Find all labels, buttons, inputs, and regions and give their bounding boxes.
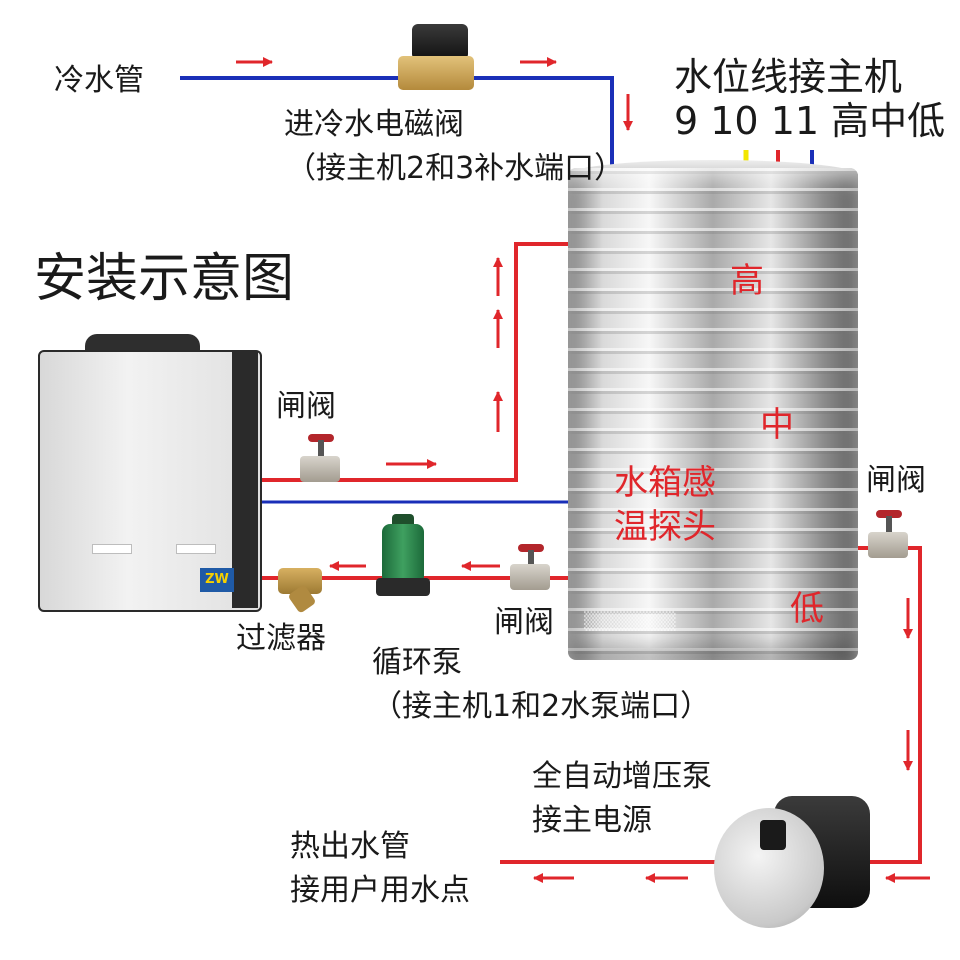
watermark: ▒▒▒▒▒▒▒ [584, 612, 676, 632]
circulation-pump-note: （接主机1和2水泵端口） [372, 690, 710, 725]
level-low-marker: 低 [790, 590, 824, 629]
heat-pump-vent [176, 544, 216, 554]
gate-valve-upper-label: 闸阀 [276, 390, 336, 425]
heat-pump-vent [92, 544, 132, 554]
level-high-marker: 高 [730, 262, 764, 301]
tank-probe-label: 水箱感 [614, 464, 716, 503]
circulation-pump-base [376, 578, 430, 596]
filter-label: 过滤器 [236, 622, 326, 657]
level-mid-marker: 中 [760, 406, 794, 445]
stainless-water-tank-icon [568, 168, 858, 660]
hot-supply-pipe [258, 244, 570, 480]
tank-probe-label-2: 温探头 [614, 508, 716, 547]
booster-pump-note: 接主电源 [532, 804, 652, 839]
gate-valve-lower-label: 闸阀 [494, 606, 554, 641]
diagram-title: 安装示意图 [34, 250, 294, 310]
solenoid-valve-body [398, 56, 474, 90]
heat-pump-side-panel [232, 352, 258, 608]
circulation-pump-label: 循环泵 [372, 646, 462, 681]
solenoid-valve-icon [412, 24, 468, 60]
hot-water-pipe-note: 接用户用水点 [290, 874, 470, 909]
water-level-wire-label: 水位线接主机 [674, 56, 902, 100]
gate-valve-right-label: 闸阀 [866, 464, 926, 499]
cold-water-pipe-label: 冷水管 [54, 64, 144, 99]
solenoid-valve-note: （接主机2和3补水端口） [286, 152, 624, 187]
circulation-pump-icon [382, 524, 424, 584]
water-level-terminals: 9 10 11 高中低 [674, 100, 945, 144]
booster-pump-cap [760, 820, 786, 850]
solenoid-valve-label: 进冷水电磁阀 [284, 108, 464, 143]
booster-pump-label: 全自动增压泵 [532, 760, 712, 795]
hot-water-pipe-label: 热出水管 [290, 830, 410, 865]
heat-pump-badge: ZW [200, 568, 234, 592]
cold-water-pipe [180, 78, 612, 210]
